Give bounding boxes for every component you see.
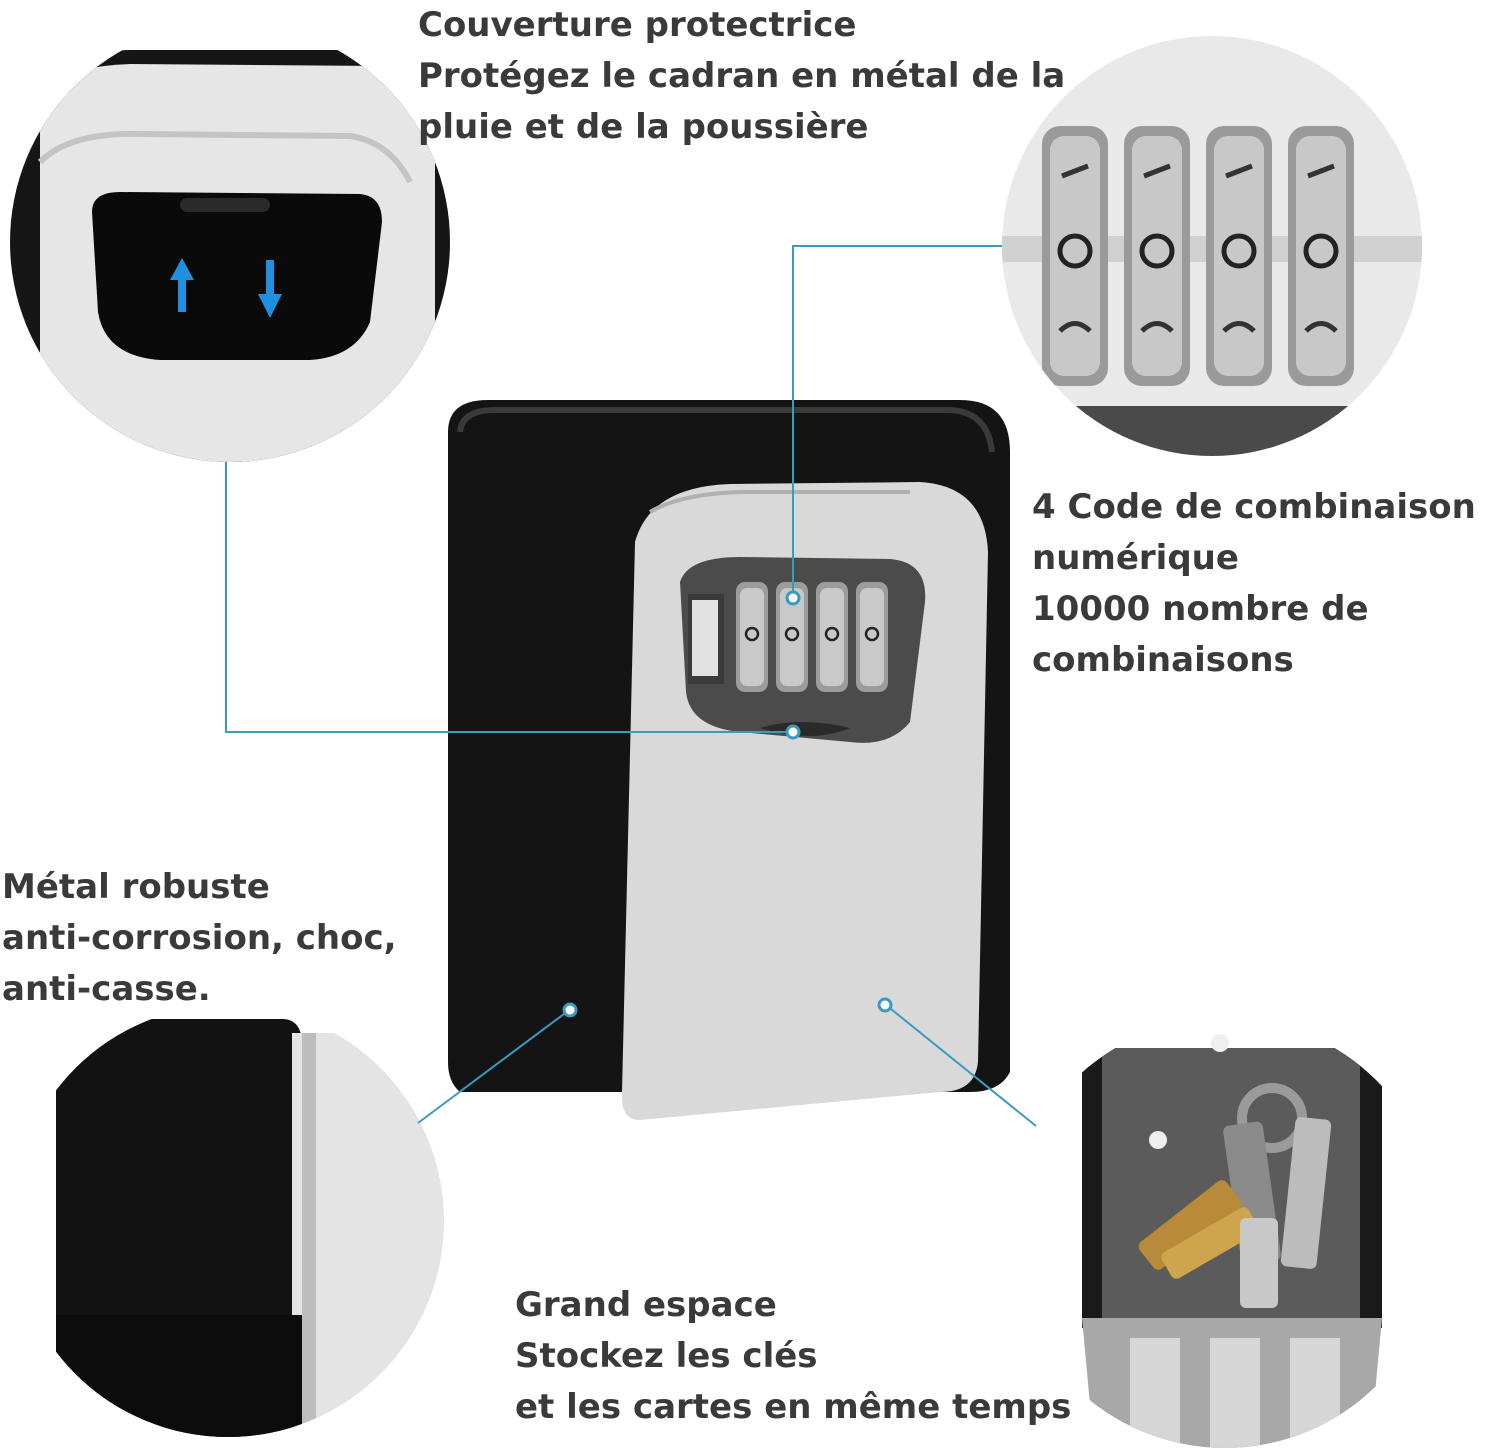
caption-line: et les cartes en même temps bbox=[515, 1387, 1072, 1427]
up-arrow-icon bbox=[170, 258, 194, 312]
dial-illustration bbox=[1002, 36, 1422, 456]
caption-line: 4 Code de combinaison bbox=[1032, 487, 1476, 527]
caption-line: combinaisons bbox=[1032, 640, 1294, 680]
zoom-circle-dial bbox=[1002, 36, 1422, 456]
caption-line: pluie et de la poussière bbox=[418, 107, 869, 147]
zoom-circle-metal-edge bbox=[12, 1005, 444, 1437]
lockbox-illustration bbox=[448, 400, 1010, 1120]
down-arrow-icon bbox=[258, 260, 282, 318]
lockbox-product bbox=[440, 392, 1015, 1127]
keys-icon bbox=[1138, 1083, 1332, 1308]
caption-line: anti-corrosion, choc, bbox=[2, 918, 397, 958]
caption-line: Métal robuste bbox=[2, 867, 270, 907]
caption-large-space: Grand espace Stockez les clés et les car… bbox=[515, 1280, 1071, 1433]
caption-line: Protégez le cadran en métal de la bbox=[418, 56, 1066, 96]
caption-line: numérique bbox=[1032, 538, 1239, 578]
zoom-circle-open-box bbox=[1010, 1018, 1440, 1448]
edge-illustration bbox=[12, 1005, 444, 1437]
caption-robust-metal: Métal robuste anti-corrosion, choc, anti… bbox=[2, 862, 397, 1015]
caption-line: anti-casse. bbox=[2, 969, 211, 1009]
caption-combination-code: 4 Code de combinaison numérique 10000 no… bbox=[1032, 482, 1476, 686]
caption-line: Grand espace bbox=[515, 1285, 777, 1325]
keys-illustration bbox=[1010, 1018, 1440, 1448]
zoom-circle-cover bbox=[10, 22, 450, 462]
cover-illustration bbox=[10, 22, 450, 462]
dial-wheels bbox=[1042, 126, 1354, 386]
caption-line: Stockez les clés bbox=[515, 1336, 818, 1376]
caption-line: 10000 nombre de bbox=[1032, 589, 1369, 629]
caption-line: Couverture protectrice bbox=[418, 5, 857, 45]
caption-protective-cover: Couverture protectrice Protégez le cadra… bbox=[418, 0, 1065, 153]
